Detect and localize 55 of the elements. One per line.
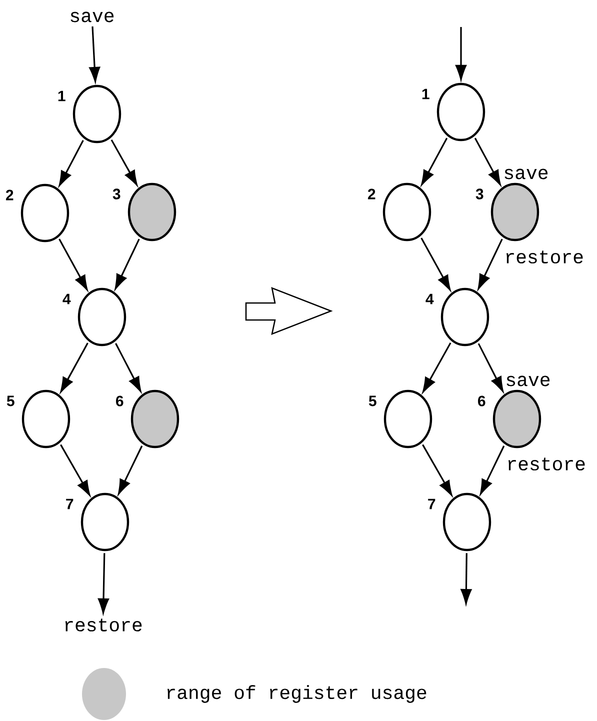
shaded-circle: [130, 390, 180, 448]
arrow: [460, 553, 472, 604]
circle-node: [442, 492, 492, 552]
node-number: 1: [422, 88, 430, 100]
circle-node: [436, 82, 486, 142]
legend-text: range of register usage: [167, 685, 426, 703]
circle-node: [384, 390, 432, 448]
node-number: 2: [6, 190, 14, 200]
arrow: [115, 343, 142, 392]
circle-node: [80, 492, 130, 552]
arrow: [480, 446, 505, 494]
node-number: 4: [426, 294, 434, 304]
circle-node: [78, 288, 126, 346]
circle-node: [20, 184, 70, 242]
arrow: [60, 342, 88, 392]
node-number: 3: [112, 188, 120, 200]
node-label: restore: [65, 618, 142, 632]
arrow: [98, 553, 109, 614]
circle-node: [22, 390, 70, 448]
annotation-text: save: [506, 376, 550, 386]
arrow: [89, 26, 100, 82]
circle-node: [440, 288, 490, 346]
arrow: [110, 139, 138, 186]
arrow: [58, 238, 88, 290]
node-number: 5: [6, 396, 14, 406]
arrow: [456, 27, 466, 80]
node-number: 5: [368, 396, 376, 406]
arrow: [118, 446, 143, 494]
shaded-circle: [490, 182, 540, 242]
node-label: save: [70, 12, 114, 22]
circle-node: [382, 182, 432, 242]
arrow: [422, 444, 452, 496]
annotation-text: save: [504, 168, 548, 180]
arrow: [478, 238, 503, 290]
node-number: 1: [58, 90, 66, 102]
arrow: [58, 140, 84, 186]
annotation-text: restore: [508, 458, 585, 470]
node-number: 4: [62, 294, 71, 304]
arrow: [60, 444, 90, 496]
shaded-circle: [128, 182, 176, 242]
arrow: [422, 342, 452, 392]
arrow: [421, 138, 448, 186]
node-number: 3: [476, 188, 484, 200]
node-number: 6: [116, 396, 124, 406]
arrow: [474, 138, 501, 186]
arrow: [114, 238, 140, 290]
node-number: 2: [368, 188, 376, 200]
node-number: 7: [66, 498, 74, 510]
shaded-circle: [492, 390, 542, 448]
node-number: 7: [428, 498, 436, 510]
annotation-text: restore: [506, 250, 583, 264]
arrow: [420, 238, 451, 290]
node-number: 6: [478, 396, 486, 406]
arrow: [478, 343, 504, 392]
circle-node: [72, 84, 122, 144]
